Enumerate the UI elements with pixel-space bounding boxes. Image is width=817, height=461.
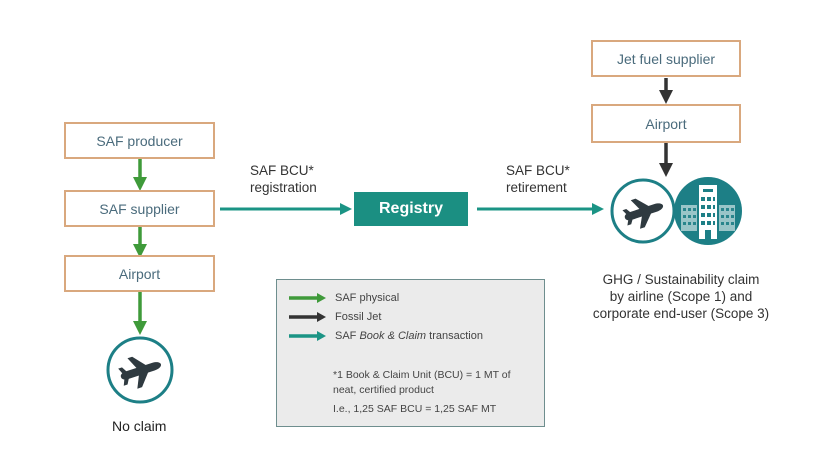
legend-book-claim-suffix: transaction [426,330,483,342]
legend-fossil-jet: Fossil Jet [289,309,381,325]
legend-saf-physical-label: SAF physical [335,292,400,304]
claim-line3: corporate end-user (Scope 3) [592,306,770,321]
jet-fuel-supplier-label: Jet fuel supplier [616,50,716,67]
legend-note-line2: neat, certified product [333,384,434,396]
registration-line1: SAF BCU* [250,163,314,178]
legend-fossil-jet-label: Fossil Jet [335,311,382,323]
no-claim-label: No claim [112,418,167,434]
legend-note-line3: I.e., 1,25 SAF BCU = 1,25 SAF MT [333,403,497,415]
claim-text: GHG / Sustainability claim by airline (S… [586,271,776,322]
claim-line1: GHG / Sustainability claim [602,272,760,287]
saf-producer-box: SAF producer [64,122,215,159]
saf-producer-label: SAF producer [96,132,183,149]
building-icon [674,177,742,245]
legend-saf-physical: SAF physical [289,290,399,306]
teal-arrow-icon [289,331,326,341]
registration-line2: registration [250,180,317,195]
saf-supplier-label: SAF supplier [99,200,180,217]
legend-book-claim-label: SAF Book & Claim transaction [335,330,483,342]
legend-book-claim: SAF Book & Claim transaction [289,328,483,344]
saf-supplier-box: SAF supplier [64,190,215,227]
right-airport-box: Airport [591,104,741,143]
dark-arrow-icon [289,312,326,322]
retirement-label: SAF BCU* retirement [506,162,570,196]
registration-label: SAF BCU* registration [250,162,317,196]
legend-note: *1 Book & Claim Unit (BCU) = 1 MT of nea… [333,368,533,417]
legend-note-line1: *1 Book & Claim Unit (BCU) = 1 MT of [333,369,511,381]
green-arrow-icon [289,293,326,303]
no-claim-airplane-icon [106,336,174,404]
legend: SAF physical Fossil Jet SAF Book & Claim… [276,279,545,427]
jet-fuel-supplier-box: Jet fuel supplier [591,40,741,77]
legend-book-claim-italic: Book & Claim [359,330,427,342]
retirement-line2: retirement [506,180,567,195]
legend-book-claim-prefix: SAF [335,330,360,342]
registry-label: Registry [378,200,444,217]
registry-box: Registry [354,192,468,226]
claim-airplane-icon [610,178,676,244]
right-airport-label: Airport [645,115,687,132]
left-airport-label: Airport [118,265,161,282]
left-airport-box: Airport [64,255,215,292]
retirement-line1: SAF BCU* [506,163,570,178]
claim-line2: by airline (Scope 1) and [609,289,753,304]
